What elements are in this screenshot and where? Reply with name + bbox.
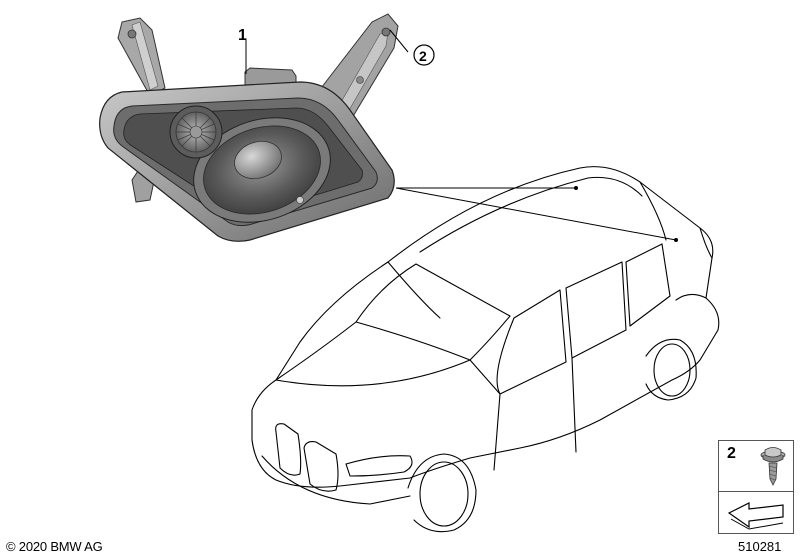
diagram-id: 510281 <box>738 539 782 554</box>
callout-2: 2 <box>413 44 435 66</box>
woofer-dust-cap <box>234 140 282 180</box>
arrow-icon <box>727 502 784 530</box>
vehicle-outline <box>251 166 720 533</box>
svg-text:2: 2 <box>419 48 427 64</box>
legend-box: 2 <box>718 440 794 534</box>
legend-divider <box>719 491 793 492</box>
speaker-assembly <box>99 13 399 242</box>
copyright-text: © 2020 BMW AG <box>6 539 103 554</box>
callout-1: 1 <box>238 27 247 44</box>
legend-item-number: 2 <box>727 445 736 462</box>
leader-lines <box>245 29 677 241</box>
screw-icon <box>760 447 786 486</box>
